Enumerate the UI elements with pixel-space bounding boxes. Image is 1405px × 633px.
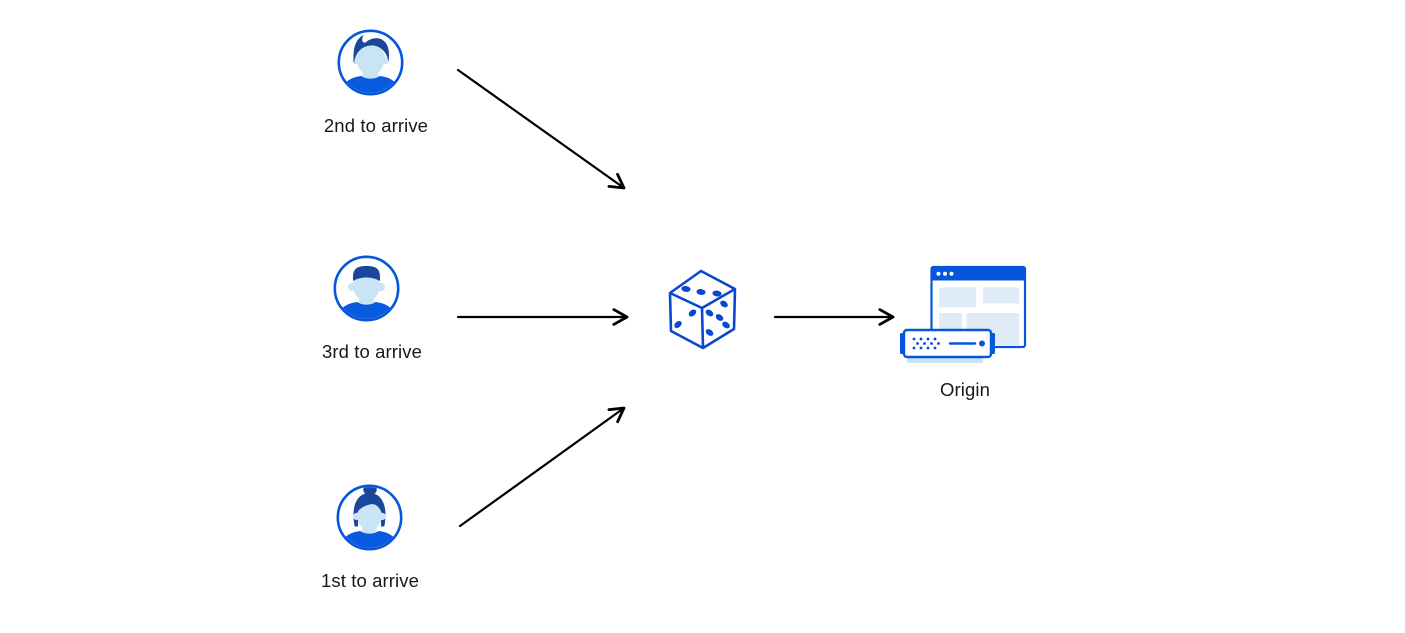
server-power-led [979, 340, 985, 347]
male-user-avatar-icon [333, 255, 400, 322]
node-label-user-third: 3rd to arrive [321, 341, 422, 362]
node-label-user-second: 2nd to arrive [323, 115, 429, 136]
dice-icon [668, 269, 737, 350]
node-origin [896, 263, 1028, 365]
node-user-first [336, 484, 403, 551]
node-user-second [337, 29, 404, 96]
node-label-origin: Origin [940, 379, 990, 400]
arrow-user-second-to-dice [456, 68, 626, 190]
server-icon [900, 328, 995, 363]
arrow-user-first-to-dice [458, 406, 626, 528]
node-user-third [333, 255, 400, 322]
node-label-user-first: 1st to arrive [321, 570, 419, 591]
node-random-selector [665, 266, 741, 352]
male-user-avatar-icon [337, 29, 404, 96]
origin-server-browser-icon [900, 265, 1027, 363]
server-vent-dots [912, 337, 940, 350]
female-user-avatar-icon [336, 484, 403, 551]
